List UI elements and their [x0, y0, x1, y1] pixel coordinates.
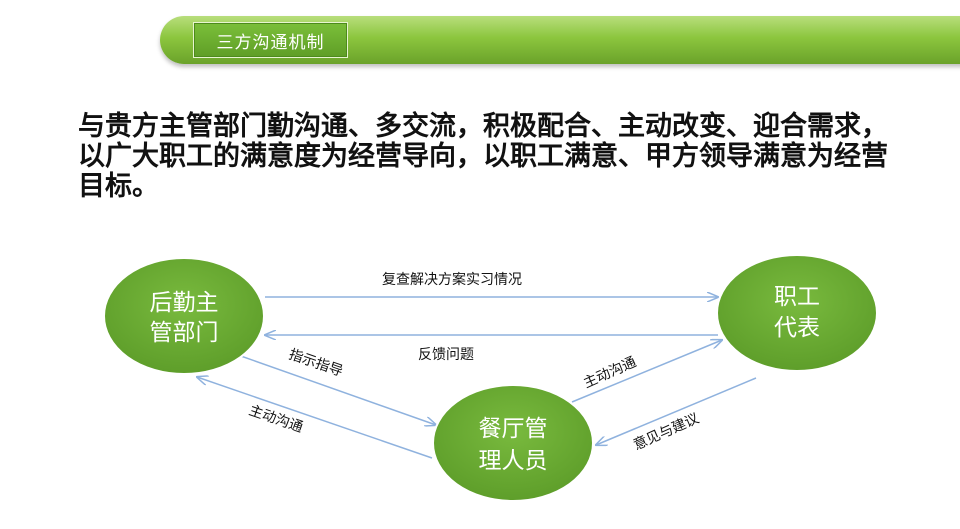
edge-review-label: 复查解决方案实习情况 — [382, 271, 522, 288]
intro-line-2: 以广大职工的满意度为经营导向，以职工满意、甲方领导满意为经营 — [78, 141, 888, 172]
node-restaurant-line2: 理人员 — [479, 448, 548, 474]
node-staff: 职工 代表 — [716, 254, 878, 372]
edge-proactive-left-line — [197, 377, 433, 459]
intro-line-3: 目标。 — [78, 171, 159, 202]
intro-line-1: 与贵方主管部门勤沟通、多交流，积极配合、主动改变、迎合需求， — [78, 111, 888, 142]
node-logistics: 后勤主 管部门 — [103, 257, 265, 375]
edge-instruct-line — [237, 354, 436, 425]
slide-title: 三方沟通机制 — [193, 22, 348, 58]
edge-proactive-right-line — [571, 340, 722, 403]
node-logistics-line2: 管部门 — [150, 320, 219, 346]
node-logistics-line1: 后勤主 — [150, 290, 219, 316]
node-staff-line1: 职工 — [774, 284, 820, 310]
edge-feedback-label: 反馈问题 — [418, 347, 474, 363]
node-restaurant: 餐厅管 理人员 — [432, 384, 594, 502]
edge-suggest-line — [596, 377, 757, 445]
node-restaurant-line1: 餐厅管 — [479, 416, 548, 442]
edge-proactive-left-label: 主动沟通 — [247, 403, 305, 436]
intro-paragraph: 与贵方主管部门勤沟通、多交流，积极配合、主动改变、迎合需求， 以广大职工的满意度… — [78, 112, 898, 202]
node-staff-line2: 代表 — [774, 315, 820, 341]
